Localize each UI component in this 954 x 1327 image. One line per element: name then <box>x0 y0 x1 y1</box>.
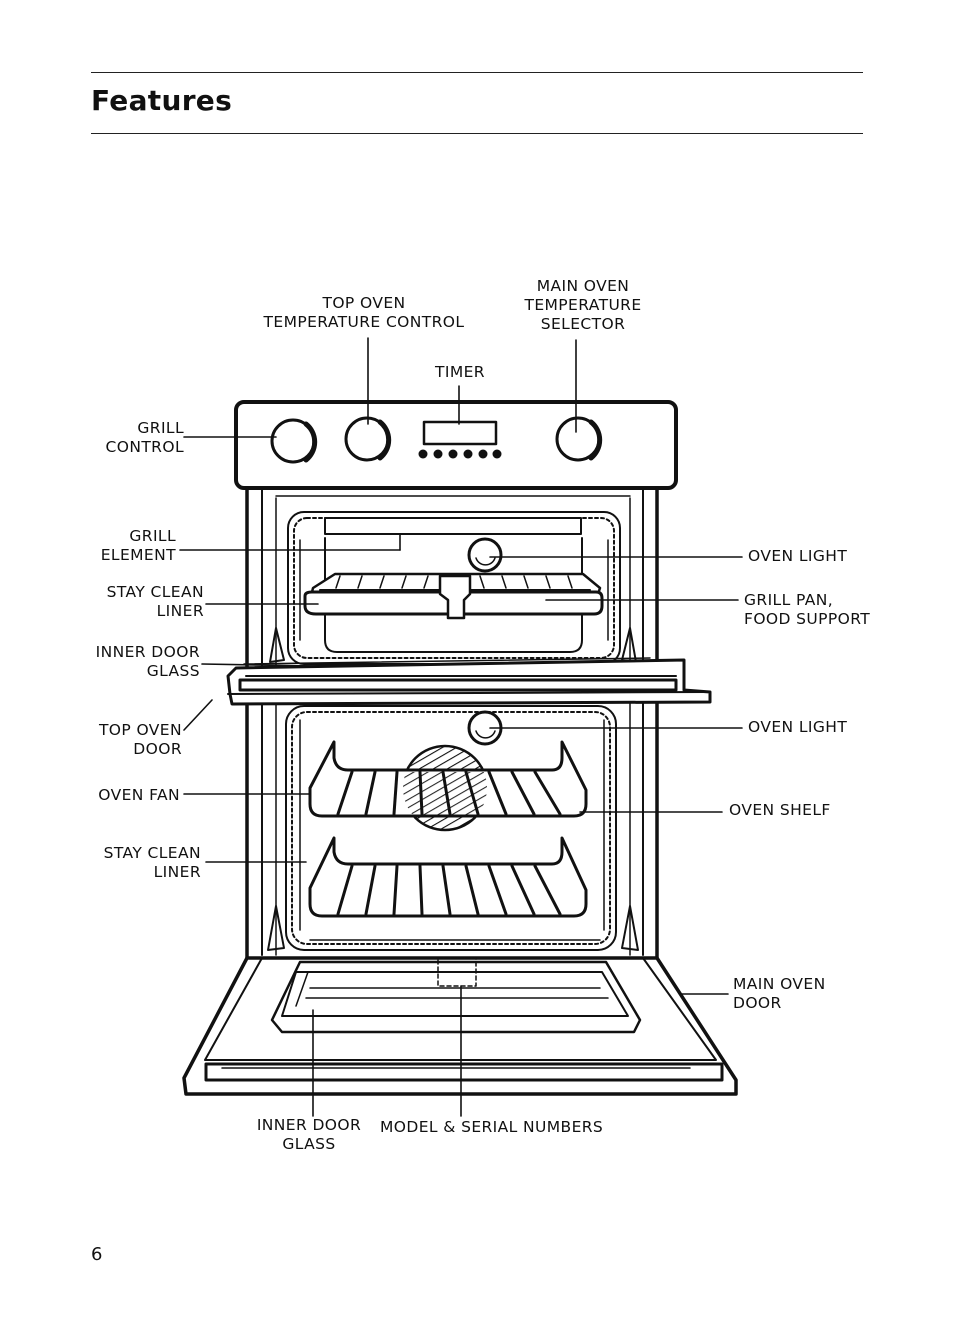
label-top-oven-door: TOP OVEN DOOR <box>98 721 182 758</box>
callout-lines <box>179 337 743 1117</box>
label-model-serial-numbers: MODEL & SERIAL NUMBERS <box>380 1118 604 1136</box>
label-inner-door-glass-bottom: INNER DOOR GLASS <box>256 1116 362 1153</box>
label-grill-control: GRILL CONTROL <box>105 419 184 456</box>
grill-pan-handle <box>438 574 472 620</box>
control-panel <box>234 400 678 490</box>
header-top-rule <box>91 72 863 73</box>
header-bottom-rule <box>91 133 863 134</box>
label-main-oven-door: MAIN OVEN DOOR <box>733 975 826 1012</box>
label-inner-door-glass-left: INNER DOOR GLASS <box>95 643 200 680</box>
timer-buttons <box>418 449 502 459</box>
main-oven-door <box>182 956 738 1096</box>
label-stay-clean-liner-top: STAY CLEAN LINER <box>106 583 204 620</box>
label-timer: TIMER <box>435 363 485 381</box>
label-grill-element: GRILL ELEMENT <box>100 527 176 564</box>
oven-light-top <box>467 537 503 573</box>
label-stay-clean-liner-bottom: STAY CLEAN LINER <box>103 844 201 881</box>
label-top-oven-temperature-control: TOP OVEN TEMPERATURE CONTROL <box>263 294 465 331</box>
label-oven-shelf: OVEN SHELF <box>729 801 831 819</box>
top-oven-door <box>226 627 712 706</box>
oven-cabinet <box>245 486 659 962</box>
label-grill-pan-food-support: GRILL PAN, FOOD SUPPORT <box>744 591 871 628</box>
grill-pan <box>303 572 604 620</box>
oven-shelf-lower <box>308 836 588 918</box>
label-oven-light-bottom: OVEN LIGHT <box>748 718 848 736</box>
grill-control-knob <box>270 418 318 464</box>
grill-element <box>324 517 582 535</box>
label-oven-light-top: OVEN LIGHT <box>748 547 848 565</box>
label-oven-fan: OVEN FAN <box>98 786 180 804</box>
main-oven-temp-knob <box>555 416 603 462</box>
timer-display <box>422 420 498 446</box>
main-oven-cavity <box>285 705 617 951</box>
page-number: 6 <box>91 1244 103 1265</box>
label-main-oven-temperature-selector: MAIN OVEN TEMPERATURE SELECTOR <box>524 277 642 333</box>
page-title: Features <box>91 84 233 117</box>
serial-plate <box>437 957 477 987</box>
top-oven-temp-knob <box>344 416 392 462</box>
